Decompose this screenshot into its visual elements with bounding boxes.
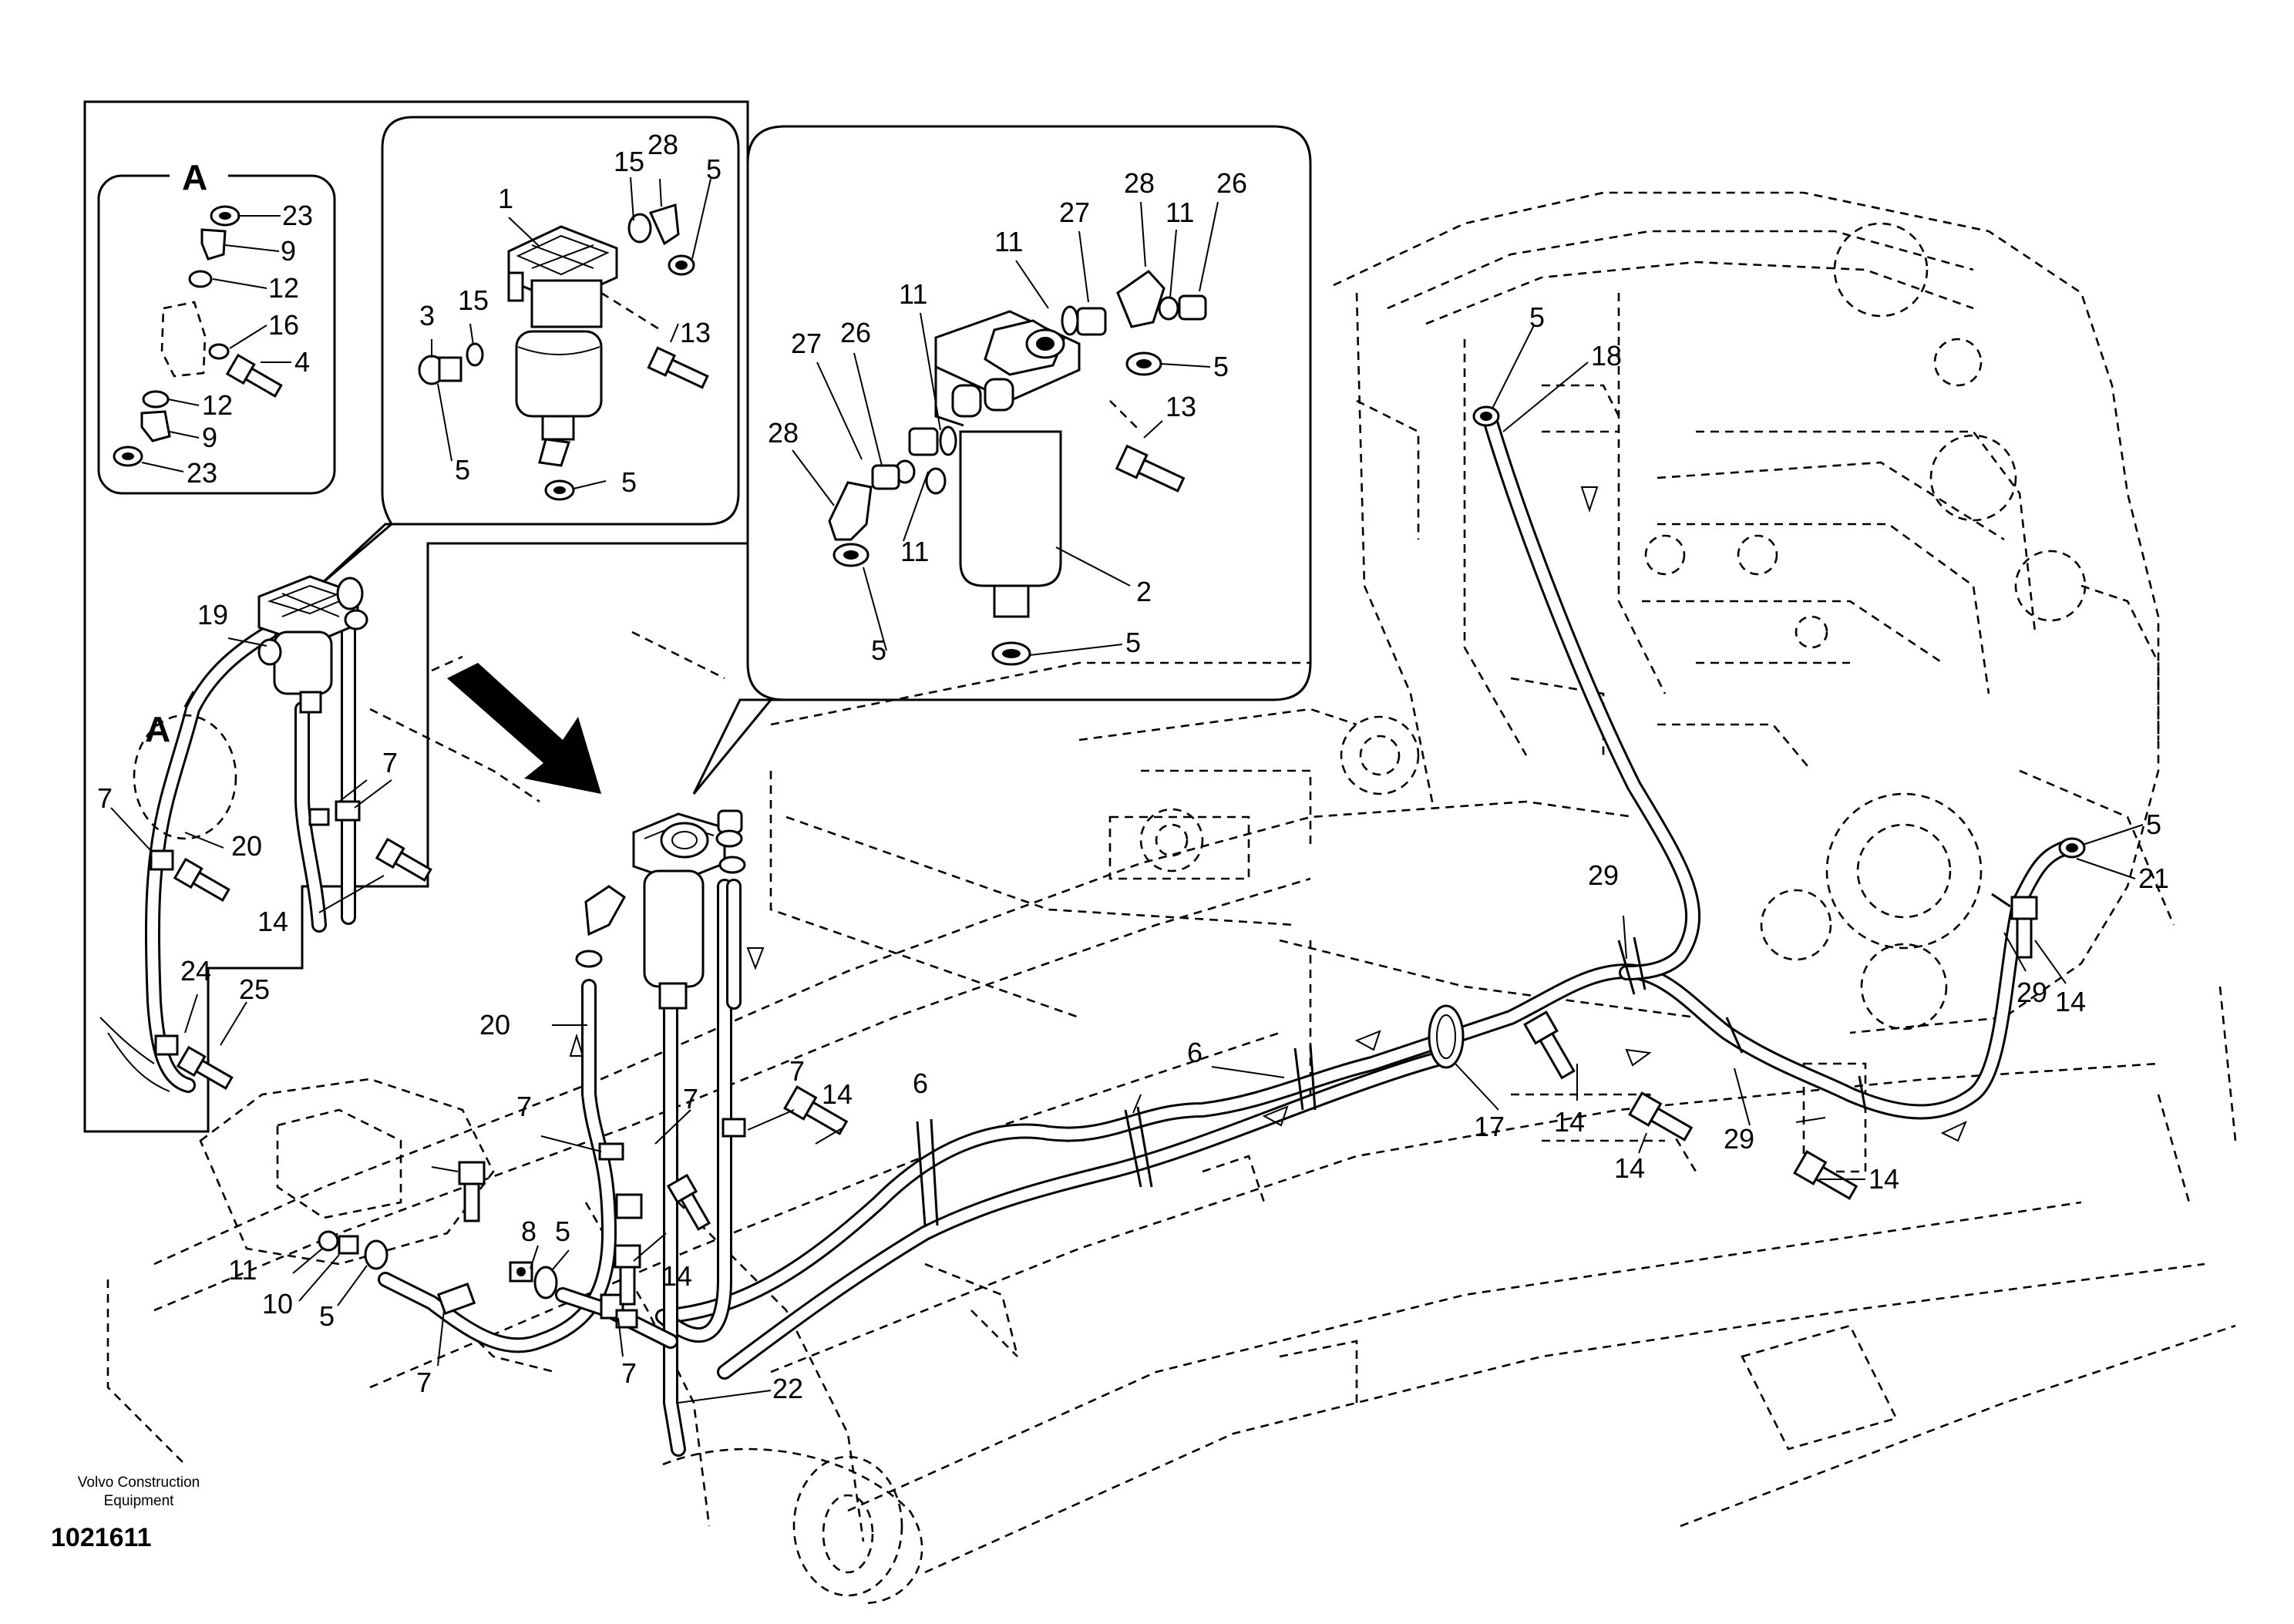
svg-text:7: 7 xyxy=(789,1055,805,1087)
svg-text:14: 14 xyxy=(257,906,288,937)
svg-text:7: 7 xyxy=(621,1357,637,1389)
svg-text:28: 28 xyxy=(1124,167,1155,199)
svg-text:14: 14 xyxy=(1868,1163,1899,1195)
svg-text:8: 8 xyxy=(521,1215,536,1247)
svg-text:18: 18 xyxy=(1591,340,1622,372)
main-fasteners xyxy=(318,405,2086,1306)
svg-text:24: 24 xyxy=(180,955,211,987)
large-filter-box xyxy=(692,125,1312,795)
small-filter-leaders xyxy=(431,177,711,489)
svg-text:7: 7 xyxy=(382,747,398,778)
svg-text:9: 9 xyxy=(202,422,217,453)
svg-text:1: 1 xyxy=(498,183,513,214)
svg-text:16: 16 xyxy=(268,309,299,341)
main-leaders xyxy=(292,324,2144,1404)
svg-text:6: 6 xyxy=(1187,1037,1202,1068)
svg-text:23: 23 xyxy=(282,200,313,231)
detail-a-parts xyxy=(113,205,283,467)
svg-text:9: 9 xyxy=(281,235,296,267)
svg-text:29: 29 xyxy=(2016,977,2047,1008)
callouts-small-filter: 1 15 28 5 3 15 13 5 5 xyxy=(419,129,722,498)
svg-text:27: 27 xyxy=(791,328,822,359)
svg-text:14: 14 xyxy=(1554,1106,1585,1138)
svg-text:7: 7 xyxy=(683,1083,698,1115)
svg-text:21: 21 xyxy=(2138,862,2169,894)
svg-text:12: 12 xyxy=(202,389,233,421)
svg-text:14: 14 xyxy=(661,1260,692,1292)
engine-outline xyxy=(1333,191,2175,1034)
svg-text:5: 5 xyxy=(555,1215,570,1247)
svg-text:14: 14 xyxy=(1614,1152,1645,1184)
svg-text:29: 29 xyxy=(1724,1123,1754,1155)
svg-text:2: 2 xyxy=(1136,576,1152,607)
small-filter-parts xyxy=(418,203,709,501)
svg-text:5: 5 xyxy=(621,466,637,498)
svg-text:7: 7 xyxy=(97,782,113,814)
large-filter-leaders xyxy=(792,201,1219,656)
svg-text:22: 22 xyxy=(772,1373,803,1404)
callouts-left-assembly: 19 A 7 20 7 14 24 25 xyxy=(97,599,398,1005)
manufacturer-label: Volvo Construction Equipment xyxy=(77,1474,200,1509)
svg-text:10: 10 xyxy=(262,1288,293,1320)
svg-text:20: 20 xyxy=(479,1009,510,1041)
svg-text:13: 13 xyxy=(1166,391,1196,422)
svg-text:27: 27 xyxy=(1059,197,1090,228)
view-direction-arrow xyxy=(431,655,601,794)
detail-a-leaders xyxy=(141,215,291,472)
svg-text:5: 5 xyxy=(455,454,470,486)
flow-arrows xyxy=(183,486,1967,1142)
detail-a-box xyxy=(97,159,336,495)
svg-text:5: 5 xyxy=(871,634,886,666)
svg-text:14: 14 xyxy=(2055,986,2086,1017)
svg-text:11: 11 xyxy=(899,278,927,310)
svg-text:20: 20 xyxy=(231,830,262,862)
svg-text:26: 26 xyxy=(1216,167,1247,199)
main-filter-assembly xyxy=(575,809,746,1010)
svg-text:3: 3 xyxy=(419,300,435,331)
large-filter-parts xyxy=(828,270,1207,666)
main-clamps xyxy=(436,893,2011,1329)
svg-text:4: 4 xyxy=(294,346,310,378)
callouts-large-filter: 11 27 28 11 26 11 26 27 28 5 13 11 5 2 5 xyxy=(768,167,1247,666)
svg-text:17: 17 xyxy=(1474,1111,1505,1142)
svg-text:11: 11 xyxy=(994,226,1023,257)
detail-a-label: A xyxy=(182,157,207,197)
svg-text:A: A xyxy=(145,709,170,749)
svg-text:7: 7 xyxy=(416,1367,432,1398)
svg-text:23: 23 xyxy=(187,457,217,489)
svg-text:28: 28 xyxy=(768,417,799,449)
svg-text:15: 15 xyxy=(614,146,644,177)
svg-text:14: 14 xyxy=(822,1078,853,1110)
svg-text:25: 25 xyxy=(239,973,270,1005)
svg-text:11: 11 xyxy=(900,536,929,567)
frame-outline xyxy=(106,630,2237,1605)
svg-text:5: 5 xyxy=(1125,627,1141,658)
svg-text:5: 5 xyxy=(2146,809,2161,840)
svg-text:11: 11 xyxy=(228,1254,257,1286)
callouts-main-view: 5 18 5 21 29 29 14 6 6 17 14 14 29 14 20… xyxy=(228,301,2169,1404)
callouts-detail-a: A 23 9 12 16 4 12 9 23 xyxy=(182,157,313,489)
svg-text:11: 11 xyxy=(1166,197,1194,228)
left-assembly xyxy=(99,575,432,1093)
svg-text:5: 5 xyxy=(706,153,722,185)
svg-text:5: 5 xyxy=(319,1300,335,1332)
svg-text:13: 13 xyxy=(680,317,711,348)
svg-text:5: 5 xyxy=(1529,301,1545,333)
main-hose-routing xyxy=(378,415,2074,1457)
svg-text:29: 29 xyxy=(1588,859,1619,891)
drawing-number: 1021611 xyxy=(51,1523,152,1552)
svg-text:19: 19 xyxy=(197,599,228,630)
svg-text:28: 28 xyxy=(648,129,678,160)
svg-text:7: 7 xyxy=(516,1091,532,1122)
svg-text:6: 6 xyxy=(913,1068,928,1099)
svg-text:5: 5 xyxy=(1213,351,1229,382)
svg-text:12: 12 xyxy=(268,272,299,304)
small-filter-box xyxy=(318,116,740,587)
svg-text:26: 26 xyxy=(840,317,871,348)
svg-text:15: 15 xyxy=(458,284,489,316)
